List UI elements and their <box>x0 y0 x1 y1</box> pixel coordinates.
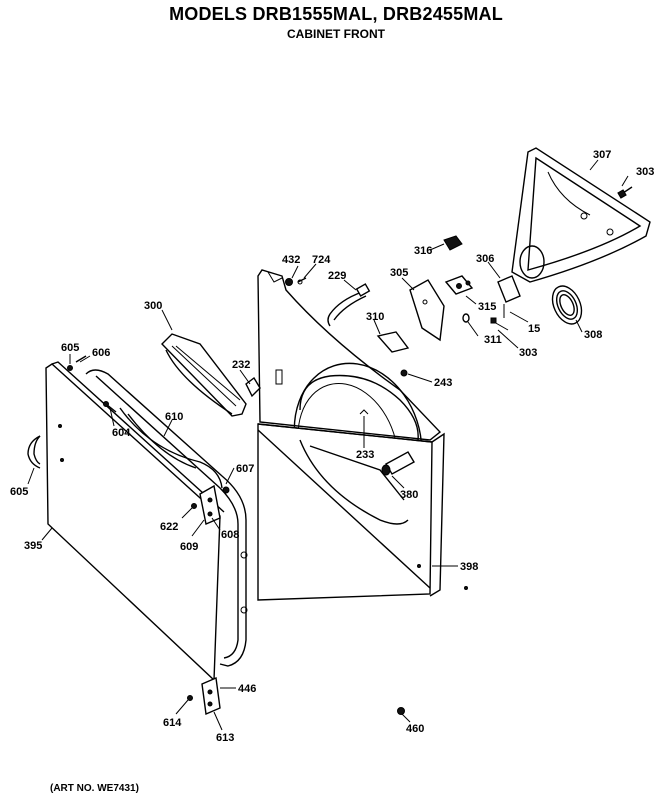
label-243: 243 <box>434 377 452 389</box>
label-605-top: 605 <box>61 342 79 354</box>
door-panel-395 <box>45 361 248 682</box>
screws-605-606 <box>67 355 87 371</box>
lint-filter-housing-300 <box>161 333 247 417</box>
diagram-subtitle: CABINET FRONT <box>287 27 385 41</box>
label-604: 604 <box>112 427 131 439</box>
label-233: 233 <box>356 449 374 461</box>
label-398: 398 <box>460 561 478 573</box>
screw-303-top <box>617 186 633 199</box>
label-307: 307 <box>593 149 611 161</box>
label-311: 311 <box>484 334 502 346</box>
label-232: 232 <box>232 359 250 371</box>
label-380: 380 <box>400 489 418 501</box>
art-number: (ART NO. WE7431) <box>50 783 139 794</box>
label-724: 724 <box>312 254 331 266</box>
part-labels: 307 303 316 306 305 315 15 308 310 311 3… <box>10 149 654 744</box>
label-303-mid: 303 <box>519 347 537 359</box>
label-15: 15 <box>528 323 540 335</box>
switch-bracket-parts <box>376 235 521 353</box>
label-607: 607 <box>236 463 254 475</box>
label-229: 229 <box>328 270 346 282</box>
label-609: 609 <box>180 541 198 553</box>
label-300: 300 <box>144 300 162 312</box>
door-switch-380 <box>381 451 415 476</box>
label-310: 310 <box>366 311 384 323</box>
drum-front-bulkhead <box>511 147 651 283</box>
label-622: 622 <box>160 521 178 533</box>
leader-lines <box>27 159 629 731</box>
felt-seal-308 <box>551 285 583 325</box>
label-606: 606 <box>92 347 110 359</box>
lower-hinge-613 <box>187 676 221 716</box>
screw-460 <box>397 707 405 715</box>
label-316: 316 <box>414 245 432 257</box>
label-308: 308 <box>584 329 602 341</box>
label-446: 446 <box>238 683 256 695</box>
door-pin-604 <box>103 401 117 413</box>
label-395: 395 <box>24 540 42 552</box>
label-303-top: 303 <box>636 166 654 178</box>
label-608: 608 <box>221 529 239 541</box>
label-614: 614 <box>163 717 182 729</box>
cabinet-front-panel <box>257 269 468 601</box>
label-306: 306 <box>476 253 494 265</box>
label-305: 305 <box>390 267 408 279</box>
door-handle-605 <box>27 435 41 469</box>
label-605-handle: 605 <box>10 486 28 498</box>
screw-243 <box>400 369 408 377</box>
upper-hinge-608 <box>191 484 230 525</box>
label-613: 613 <box>216 732 234 744</box>
wire-harness-229 <box>327 283 371 327</box>
label-460: 460 <box>406 723 424 735</box>
label-432: 432 <box>282 254 300 266</box>
diagram-title: MODELS DRB1555MAL, DRB2455MAL <box>169 4 503 24</box>
screws-432-724 <box>285 277 307 286</box>
label-610: 610 <box>165 411 183 423</box>
label-315: 315 <box>478 301 496 313</box>
